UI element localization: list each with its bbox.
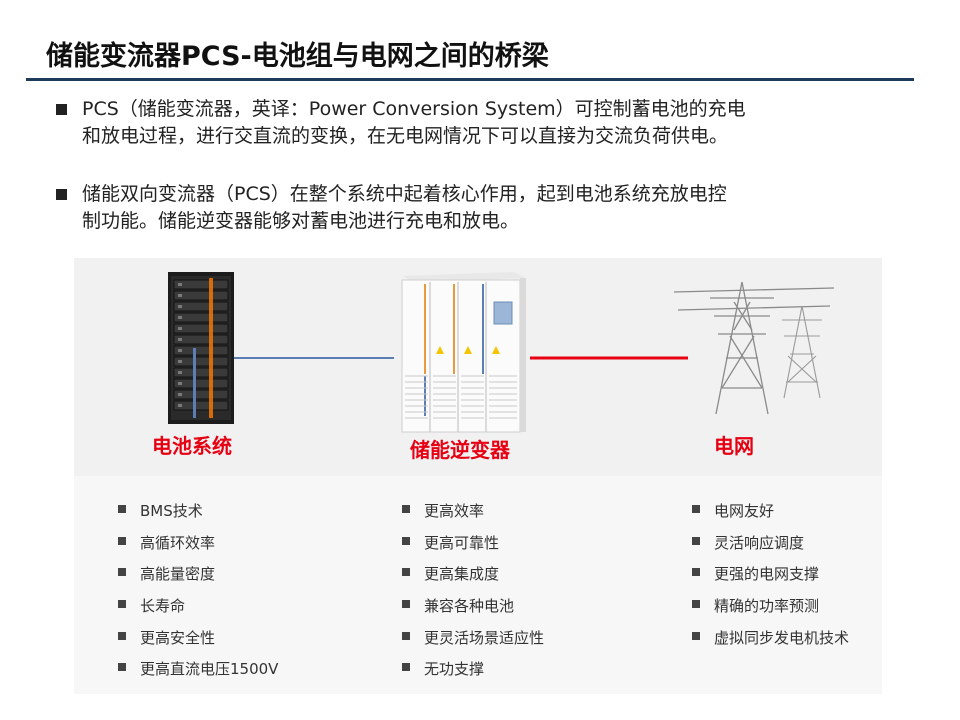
bullet-line: 储能双向变流器（PCS）在整个系统中起着核心作用，起到电池系统充放电控: [82, 183, 727, 205]
system-diagram: [168, 272, 835, 433]
bullet-square-icon: [118, 600, 126, 609]
bullet-square-icon: [118, 663, 126, 672]
bullet-square-icon: [118, 505, 126, 513]
list-item-text: 更高效率: [424, 502, 485, 520]
page-title: 储能变流器PCS-电池组与电网之间的桥梁: [46, 41, 549, 72]
list-item-text: 灵活响应调度: [714, 533, 805, 552]
battery-rack-icon: [168, 272, 234, 424]
system-figure: 电池系统 储能逆变器 电网 BMS技术 高循环效率 高能量密度 长寿命 更高安全…: [74, 258, 882, 694]
bullet-square-icon: [402, 568, 410, 577]
bullet-text: 储能双向变流器（PCS）在整个系统中起着核心作用，起到电池系统充放电控 制功能。…: [82, 181, 912, 235]
bullet-square-icon: [118, 568, 126, 577]
list-item-text: BMS技术: [140, 502, 203, 520]
bullet-line: 制功能。储能逆变器能够对蓄电池进行充电和放电。: [82, 210, 520, 232]
bullet-square-icon: [118, 536, 126, 545]
bullet-square-icon: [56, 189, 67, 200]
bullet-square-icon: [402, 536, 410, 545]
pcs-label: 储能逆变器: [410, 438, 510, 462]
list-item-text: 虚拟同步发电机技术: [714, 628, 850, 647]
pcs-cabinet-icon: [401, 272, 526, 433]
bullet-square-icon: [692, 631, 700, 640]
bullet-line: PCS（储能变流器，英译：Power Conversion System）可控制…: [82, 98, 746, 120]
bullet-square-icon: [402, 505, 410, 513]
list-item-text: 电网友好: [714, 502, 775, 520]
list-item-text: 更高安全性: [140, 628, 216, 647]
feature-lists: BMS技术 高循环效率 高能量密度 长寿命 更高安全性 更高直流电压1500V …: [74, 476, 882, 694]
title-divider: [26, 78, 914, 81]
bullet-square-icon: [118, 631, 126, 640]
bullet-text: PCS（储能变流器，英译：Power Conversion System）可控制…: [82, 96, 912, 150]
bullet-square-icon: [692, 505, 700, 513]
list-item-text: 高能量密度: [140, 565, 216, 584]
transmission-tower-icon: [673, 281, 835, 415]
battery-system-label: 电池系统: [152, 434, 232, 458]
list-item-text: 无功支撑: [424, 660, 485, 679]
bullet-square-icon: [56, 104, 67, 115]
list-item-text: 更灵活场景适应性: [424, 628, 545, 647]
list-item-text: 长寿命: [140, 597, 186, 616]
figure-diagram-area: 电池系统 储能逆变器 电网: [74, 258, 882, 476]
list-item-text: 更高直流电压1500V: [140, 660, 279, 679]
bullet-square-icon: [402, 631, 410, 640]
list-item-text: 更高集成度: [424, 565, 500, 584]
list-item-text: 更高可靠性: [424, 533, 500, 552]
list-item-text: 兼容各种电池: [424, 597, 515, 616]
bullet-square-icon: [692, 568, 700, 577]
list-item-text: 更强的电网支撑: [714, 565, 820, 584]
list-item-text: 高循环效率: [140, 533, 216, 552]
bullet-square-icon: [402, 663, 410, 672]
bullet-square-icon: [402, 600, 410, 609]
transmission-tower-icon: [782, 305, 822, 399]
bullet-line: 和放电过程，进行交直流的变换，在无电网情况下可以直接为交流负荷供电。: [82, 125, 729, 147]
grid-label: 电网: [714, 434, 754, 458]
list-item-text: 精确的功率预测: [714, 597, 820, 616]
bullet-square-icon: [692, 536, 700, 545]
bullet-square-icon: [692, 600, 700, 609]
